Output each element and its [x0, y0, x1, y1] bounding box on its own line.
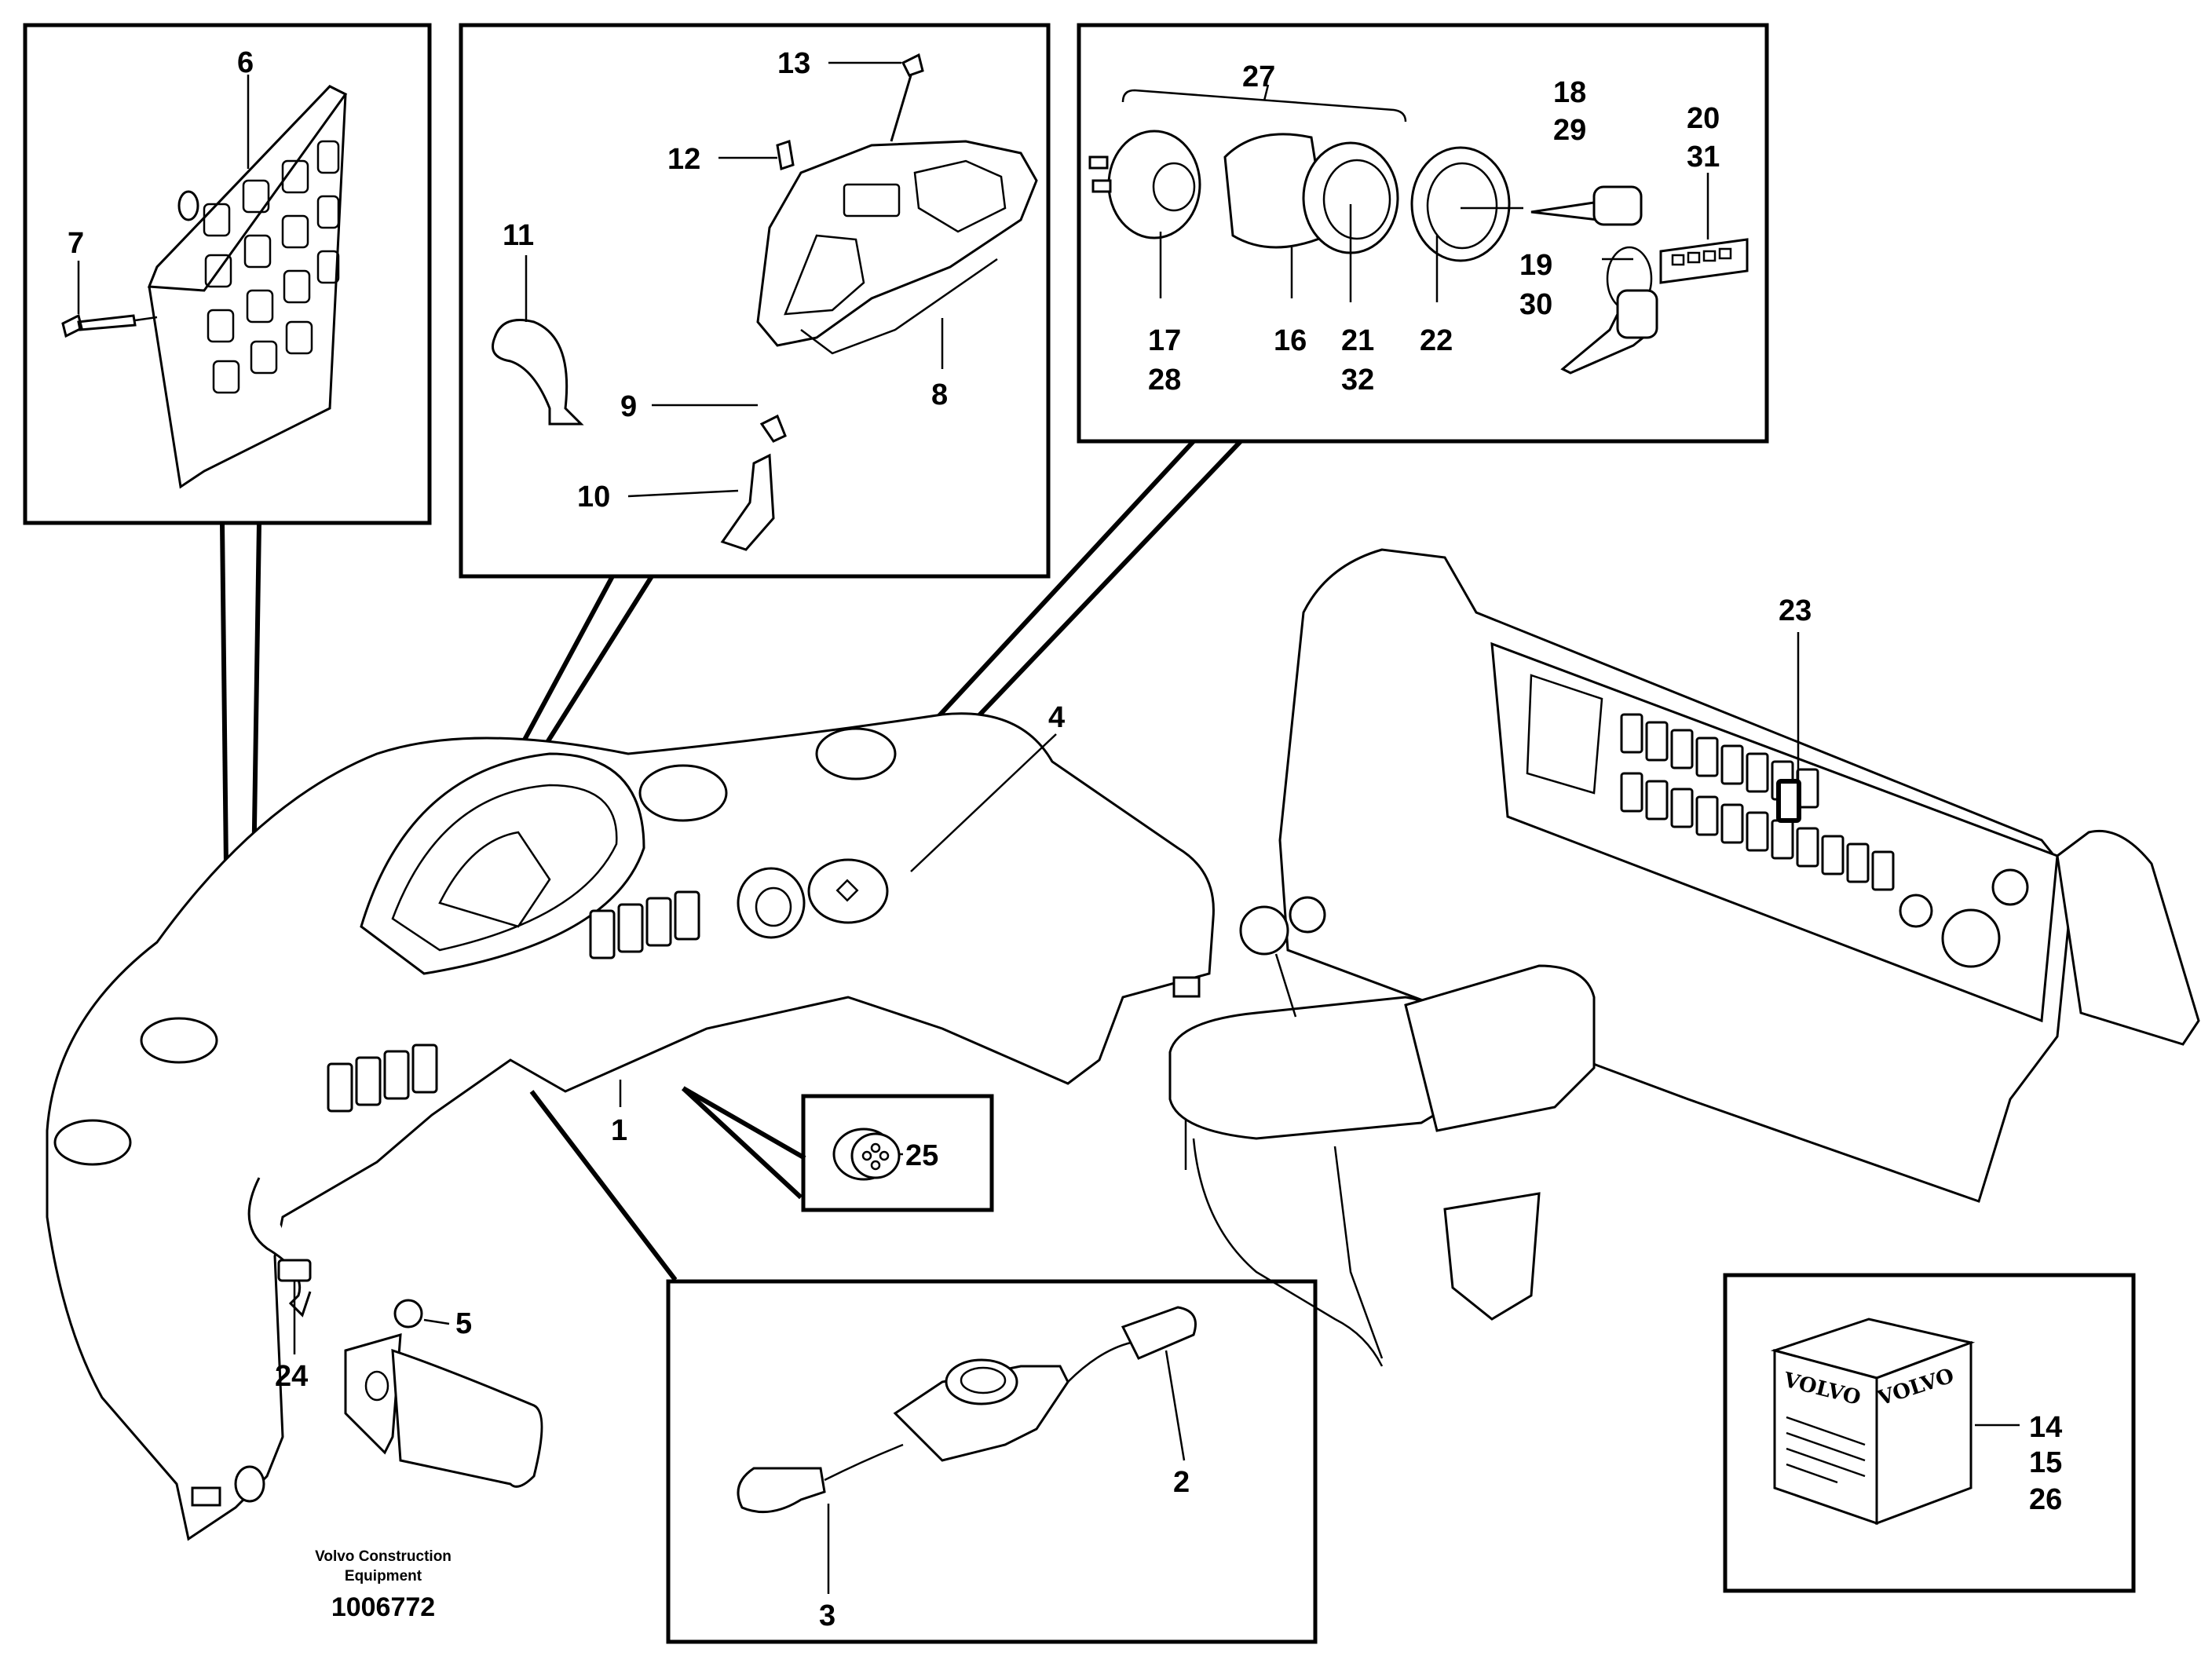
callout-9: 9 [620, 390, 637, 423]
callout-18: 18 [1553, 76, 1586, 109]
detail-box-kit: VOLVO VOLVO 14 15 26 [1723, 1273, 2136, 1593]
bulb-holder-9 [759, 414, 787, 443]
cab-side-panel: 23 [1278, 548, 2200, 1203]
keys-18-19 [1530, 185, 1658, 375]
vent-1 [53, 1119, 132, 1166]
detail-box-control-panel: 6 7 [23, 23, 432, 525]
detail-box-instrument-cluster: 13 12 11 9 10 8 [459, 23, 1051, 579]
callout-19: 19 [1519, 249, 1552, 282]
callout-15: 15 [2029, 1446, 2062, 1479]
cover-4 [807, 858, 889, 924]
lamp-10 [720, 453, 775, 551]
callout-31: 31 [1687, 141, 1720, 174]
detail-box-switch: 2 3 [666, 1279, 1318, 1644]
drawing-credit: Volvo Construction Equipment 1006772 [315, 1548, 452, 1622]
callout-26: 26 [2029, 1483, 2062, 1516]
callout-28: 28 [1148, 364, 1181, 397]
dashboard-main: 4 1 24 [46, 701, 1215, 1541]
callout-8: 8 [931, 378, 948, 411]
ignition-body-17 [1088, 130, 1201, 239]
callout-23: 23 [1779, 594, 1812, 627]
bezel-22 [1410, 146, 1511, 262]
detail-box-ignition: 27 18 29 20 31 19 30 17 28 16 21 32 22 [1077, 23, 1769, 444]
callout-16: 16 [1274, 324, 1307, 357]
callout-20: 20 [1687, 102, 1720, 135]
switch-23 [1776, 779, 1801, 823]
cover-5: 5 [344, 1299, 543, 1488]
callout-29: 29 [1553, 114, 1586, 147]
callout-21: 21 [1341, 324, 1374, 357]
screw-7 [61, 313, 137, 338]
panel-buttons [203, 140, 340, 394]
screw-13 [890, 53, 924, 142]
operator-seat-area [1168, 896, 1596, 1367]
ignition-cylinder-16 [1223, 133, 1399, 254]
callout-25: 25 [905, 1139, 938, 1172]
callout-11: 11 [503, 219, 534, 252]
knob-right [1121, 1306, 1197, 1360]
switch-bank-lower [327, 1044, 438, 1113]
callout-6: 6 [237, 46, 254, 79]
harness-24 [247, 1177, 312, 1318]
callout-1: 1 [611, 1114, 627, 1147]
callout-22: 22 [1420, 324, 1453, 357]
callout-32: 32 [1341, 364, 1374, 397]
callout-13: 13 [777, 47, 810, 80]
callout-14: 14 [2029, 1411, 2062, 1444]
callout-30: 30 [1519, 288, 1552, 321]
callout-12: 12 [667, 143, 700, 176]
callout-17: 17 [1148, 324, 1181, 357]
callout-10: 10 [577, 481, 610, 514]
credit-line-1: Volvo Construction [315, 1548, 452, 1565]
callout-27: 27 [1242, 60, 1275, 93]
ignition-hole [737, 867, 806, 939]
callout-4: 4 [1048, 701, 1065, 734]
tie-wrap-11 [492, 319, 584, 426]
lamp-12 [776, 140, 795, 170]
instrument-cluster [756, 140, 1038, 347]
drawing-number: 1006772 [331, 1592, 435, 1622]
credit-line-2: Equipment [345, 1568, 422, 1584]
callout-7: 7 [68, 227, 84, 260]
knob-left [737, 1467, 826, 1514]
callout-24: 24 [275, 1360, 308, 1393]
rocker-switches [1620, 713, 1895, 891]
switch-bank-upper [589, 890, 700, 959]
callout-3: 3 [819, 1599, 835, 1632]
detail-box-connector: 25 [801, 1094, 994, 1212]
callout-5: 5 [455, 1307, 472, 1340]
key-tag-20 [1659, 238, 1749, 284]
callout-2: 2 [1173, 1466, 1190, 1499]
